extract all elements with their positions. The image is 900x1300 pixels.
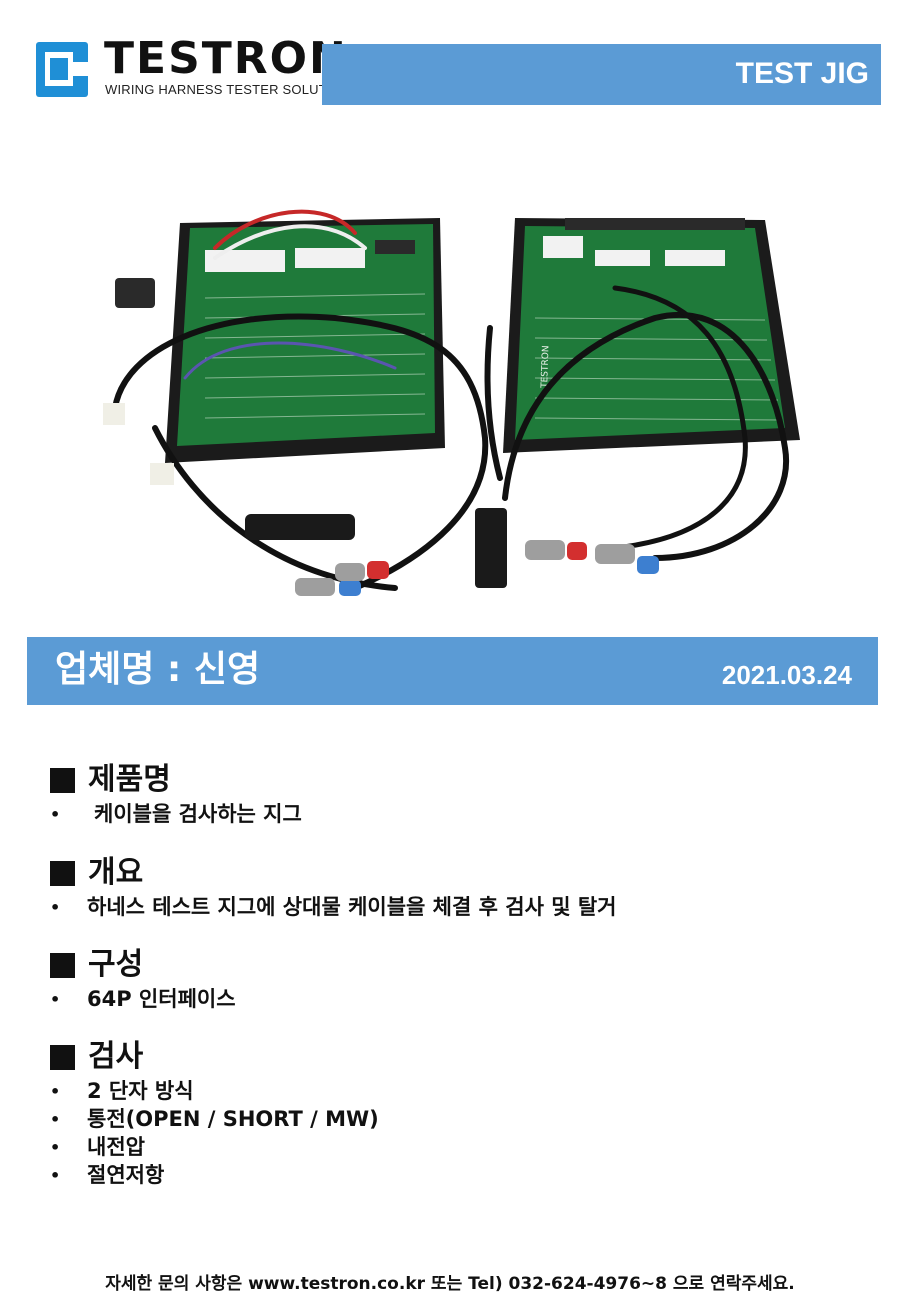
list-item-text: 통전(OPEN / SHORT / MW) bbox=[87, 1107, 379, 1131]
section-composition: 구성 • 64P 인터페이스 bbox=[50, 945, 850, 1013]
list-item: • 절연저항 bbox=[50, 1161, 850, 1189]
bullet-icon: • bbox=[50, 989, 61, 1009]
section-title: 제품명 bbox=[88, 762, 171, 797]
square-bullet-icon bbox=[50, 1044, 75, 1070]
header-bar: TEST JIG bbox=[322, 44, 881, 105]
section-product-name: 제품명 • 케이블을 검사하는 지그 bbox=[50, 760, 850, 828]
list-item-text: 케이블을 검사하는 지그 bbox=[94, 802, 302, 826]
square-bullet-icon bbox=[50, 767, 75, 793]
list-item: • 64P 인터페이스 bbox=[50, 985, 850, 1013]
list-item: • 하네스 테스트 지그에 상대물 케이블을 체결 후 검사 및 탈거 bbox=[50, 893, 850, 921]
section-inspection: 검사 • 2 단자 방식 • 통전(OPEN / SHORT / MW) • 내… bbox=[50, 1037, 850, 1189]
bullet-icon: • bbox=[50, 897, 61, 917]
list-item: • 내전압 bbox=[50, 1133, 850, 1161]
bullet-icon: • bbox=[50, 1137, 61, 1157]
list-item-text: 내전압 bbox=[87, 1135, 145, 1159]
bullet-icon: • bbox=[50, 1165, 61, 1185]
company-banner: 업체명 : 신영 2021.03.24 bbox=[27, 637, 878, 705]
list-item-text: 절연저항 bbox=[87, 1163, 165, 1187]
section-title: 검사 bbox=[88, 1039, 144, 1074]
brand-name: TESTRON bbox=[104, 33, 348, 84]
bullet-icon: • bbox=[50, 1081, 61, 1101]
bullet-icon: • bbox=[50, 1109, 61, 1129]
section-title: 개요 bbox=[88, 855, 144, 890]
list-item: • 통전(OPEN / SHORT / MW) bbox=[50, 1105, 850, 1133]
list-item: • 케이블을 검사하는 지그 bbox=[50, 800, 850, 828]
product-photo: TESTRON bbox=[95, 178, 815, 608]
company-name: 업체명 : 신영 bbox=[55, 649, 261, 690]
list-item-text: 2 단자 방식 bbox=[87, 1079, 194, 1103]
list-item: • 2 단자 방식 bbox=[50, 1077, 850, 1105]
list-item-text: 64P 인터페이스 bbox=[87, 987, 236, 1011]
section-title: 구성 bbox=[88, 947, 144, 982]
document-date: 2021.03.24 bbox=[721, 660, 852, 690]
board-label: TESTRON bbox=[540, 345, 552, 389]
logo-icon bbox=[36, 42, 88, 97]
square-bullet-icon bbox=[50, 952, 75, 978]
bullet-icon: • bbox=[50, 804, 61, 824]
square-bullet-icon bbox=[50, 860, 75, 886]
brand-tagline: WIRING HARNESS TESTER SOLUTIONS bbox=[105, 82, 360, 97]
document-type: TEST JIG bbox=[735, 57, 869, 90]
list-item-text: 하네스 테스트 지그에 상대물 케이블을 체결 후 검사 및 탈거 bbox=[87, 895, 617, 919]
section-overview: 개요 • 하네스 테스트 지그에 상대물 케이블을 체결 후 검사 및 탈거 bbox=[50, 853, 850, 921]
contact-footer: 자세한 문의 사항은 www.testron.co.kr 또는 Tel) 032… bbox=[105, 1274, 795, 1294]
